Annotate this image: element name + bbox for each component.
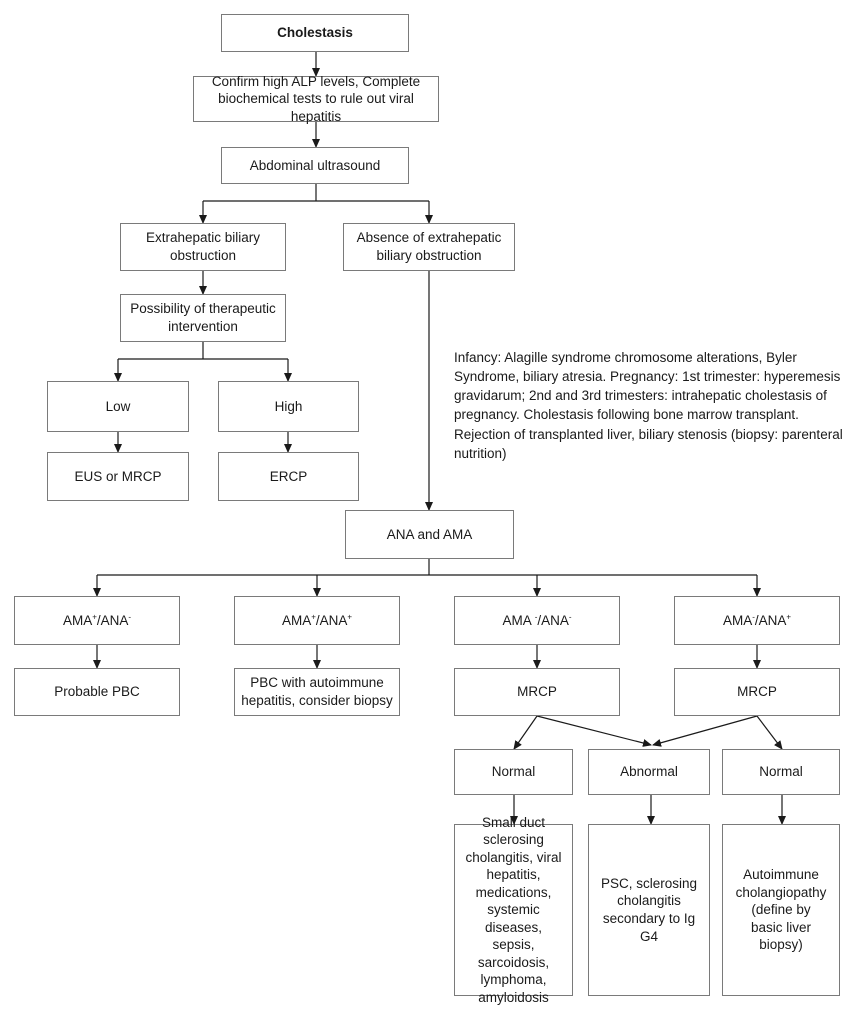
label-part: /ANA [754, 612, 787, 628]
superscript: - [568, 612, 572, 622]
node-extrahepatic-obstruction: Extrahepatic biliary obstruction [120, 223, 286, 271]
superscript: - [128, 612, 132, 622]
node-possibility-intervention-label: Possibility of therapeutic intervention [130, 301, 276, 334]
node-ana-ama: ANA and AMA [345, 510, 514, 559]
node-ama-pos-ana-neg: AMA+/ANA- [14, 596, 180, 645]
node-mrcp-1: MRCP [454, 668, 620, 716]
node-low: Low [47, 381, 189, 432]
node-confirm-alp-label: Confirm high ALP levels, Complete bioche… [211, 73, 421, 124]
node-possibility-intervention: Possibility of therapeutic intervention [120, 294, 286, 342]
node-probable-pbc-label: Probable PBC [54, 684, 140, 700]
node-abdominal-ultrasound-label: Abdominal ultrasound [249, 157, 381, 173]
node-low-label: Low [105, 398, 131, 414]
arrow-mrcp2-abnormal [652, 715, 758, 747]
superscript: + [347, 612, 353, 622]
node-psc-label: PSC, sclerosing cholangitis secondary to… [600, 875, 698, 944]
node-mrcp-2-label: MRCP [737, 684, 777, 700]
arrow-mrcp1-normal [513, 715, 538, 750]
node-ama-neg-ana-neg: AMA -/ANA- [454, 596, 620, 645]
node-extrahepatic-obstruction-label: Extrahepatic biliary obstruction [145, 230, 261, 263]
node-psc: PSC, sclerosing cholangitis secondary to… [588, 824, 710, 996]
node-absence-obstruction-label: Absence of extrahepatic biliary obstruct… [356, 230, 502, 263]
node-pbc-autoimmune: PBC with autoimmune hepatitis, consider … [234, 668, 400, 716]
node-ama-neg-ana-pos-label: AMA-/ANA+ [723, 612, 791, 630]
label-part: /ANA [96, 612, 129, 628]
superscript: + [92, 612, 97, 622]
arrow-mrcp1-abnormal [536, 715, 652, 747]
node-small-duct: Small duct sclerosing cholangitis, viral… [454, 815, 573, 1005]
node-pbc-autoimmune-label: PBC with autoimmune hepatitis, consider … [241, 675, 393, 708]
node-eus-mrcp: EUS or MRCP [47, 452, 189, 501]
label-part: AMA [502, 612, 535, 628]
node-cholestasis-label: Cholestasis [277, 25, 353, 41]
node-eus-mrcp-label: EUS or MRCP [74, 468, 162, 484]
node-abnormal-label: Abnormal [620, 764, 678, 780]
node-ama-pos-ana-neg-label: AMA+/ANA- [63, 612, 131, 630]
label-part: AMA [281, 612, 312, 628]
node-ana-ama-label: ANA and AMA [386, 526, 473, 542]
superscript: + [786, 612, 792, 622]
label-part: AMA [722, 612, 753, 628]
label-part: AMA [62, 612, 93, 628]
node-abdominal-ultrasound: Abdominal ultrasound [221, 147, 409, 184]
node-normal-1: Normal [454, 749, 573, 795]
label-part: /ANA [537, 612, 569, 628]
node-normal-1-label: Normal [491, 764, 536, 780]
node-ama-pos-ana-pos-label: AMA+/ANA+ [282, 612, 352, 630]
node-high-label: High [274, 398, 303, 414]
node-autoimmune-cholangiopathy: Autoimmune cholangiopathy (define by bas… [722, 824, 840, 996]
node-ama-neg-ana-pos: AMA-/ANA+ [674, 596, 840, 645]
node-high: High [218, 381, 359, 432]
node-cholestasis: Cholestasis [221, 14, 409, 52]
node-small-duct-label: Small duct sclerosing cholangitis, viral… [465, 814, 562, 1005]
node-ercp: ERCP [218, 452, 359, 501]
node-absence-obstruction: Absence of extrahepatic biliary obstruct… [343, 223, 515, 271]
superscript: - [752, 612, 755, 622]
node-abnormal: Abnormal [588, 749, 710, 795]
node-mrcp-1-label: MRCP [517, 684, 557, 700]
side-note-text: Infancy: Alagille syndrome chromosome al… [454, 350, 843, 461]
node-normal-2-label: Normal [759, 764, 803, 780]
superscript: + [311, 612, 316, 622]
node-ama-neg-ana-neg-label: AMA -/ANA- [502, 612, 571, 630]
node-confirm-alp: Confirm high ALP levels, Complete bioche… [193, 74, 439, 124]
node-probable-pbc: Probable PBC [14, 668, 180, 716]
node-mrcp-2: MRCP [674, 668, 840, 716]
side-note-causes: Infancy: Alagille syndrome chromosome al… [454, 348, 846, 463]
node-ama-pos-ana-pos: AMA+/ANA+ [234, 596, 400, 645]
arrow-mrcp2-normal [756, 715, 783, 750]
node-normal-2: Normal [722, 749, 840, 795]
superscript: - [534, 612, 538, 622]
node-ercp-label: ERCP [269, 468, 308, 484]
node-autoimmune-cholangiopathy-label: Autoimmune cholangiopathy (define by bas… [735, 867, 827, 953]
label-part: /ANA [315, 612, 348, 628]
